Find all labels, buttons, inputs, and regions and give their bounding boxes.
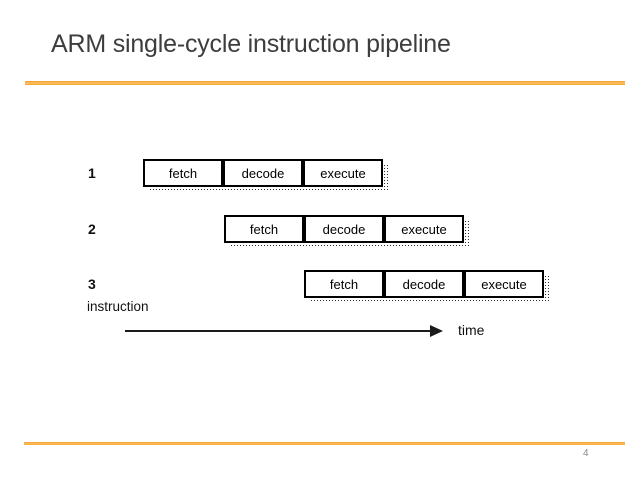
stage-boxes: fetch decode execute [143, 159, 383, 187]
pipeline-row-1: fetch decode execute [143, 159, 389, 192]
stage-boxes: fetch decode execute [224, 215, 464, 243]
instruction-row-label-2: 2 [88, 221, 96, 237]
time-axis-label: time [458, 322, 485, 338]
pipeline-row-2: fetch decode execute [224, 215, 470, 248]
slide-title: ARM single-cycle instruction pipeline [51, 30, 451, 58]
accent-rule-bottom [24, 442, 625, 445]
time-arrow-line [125, 330, 432, 332]
page-number: 4 [583, 448, 589, 459]
stage-execute: execute [464, 270, 544, 298]
pipeline-row-3: fetch decode execute [304, 270, 550, 303]
stage-execute: execute [303, 159, 383, 187]
time-arrow-head-icon [430, 325, 443, 337]
stage-decode: decode [223, 159, 303, 187]
stage-fetch: fetch [304, 270, 384, 298]
stage-decode: decode [384, 270, 464, 298]
stage-decode: decode [304, 215, 384, 243]
instruction-row-label-3: 3 [88, 276, 96, 292]
stage-boxes: fetch decode execute [304, 270, 544, 298]
stage-execute: execute [384, 215, 464, 243]
stage-fetch: fetch [224, 215, 304, 243]
accent-rule-top [25, 81, 625, 85]
instruction-axis-label: instruction [87, 299, 149, 314]
stage-fetch: fetch [143, 159, 223, 187]
instruction-row-label-1: 1 [88, 165, 96, 181]
